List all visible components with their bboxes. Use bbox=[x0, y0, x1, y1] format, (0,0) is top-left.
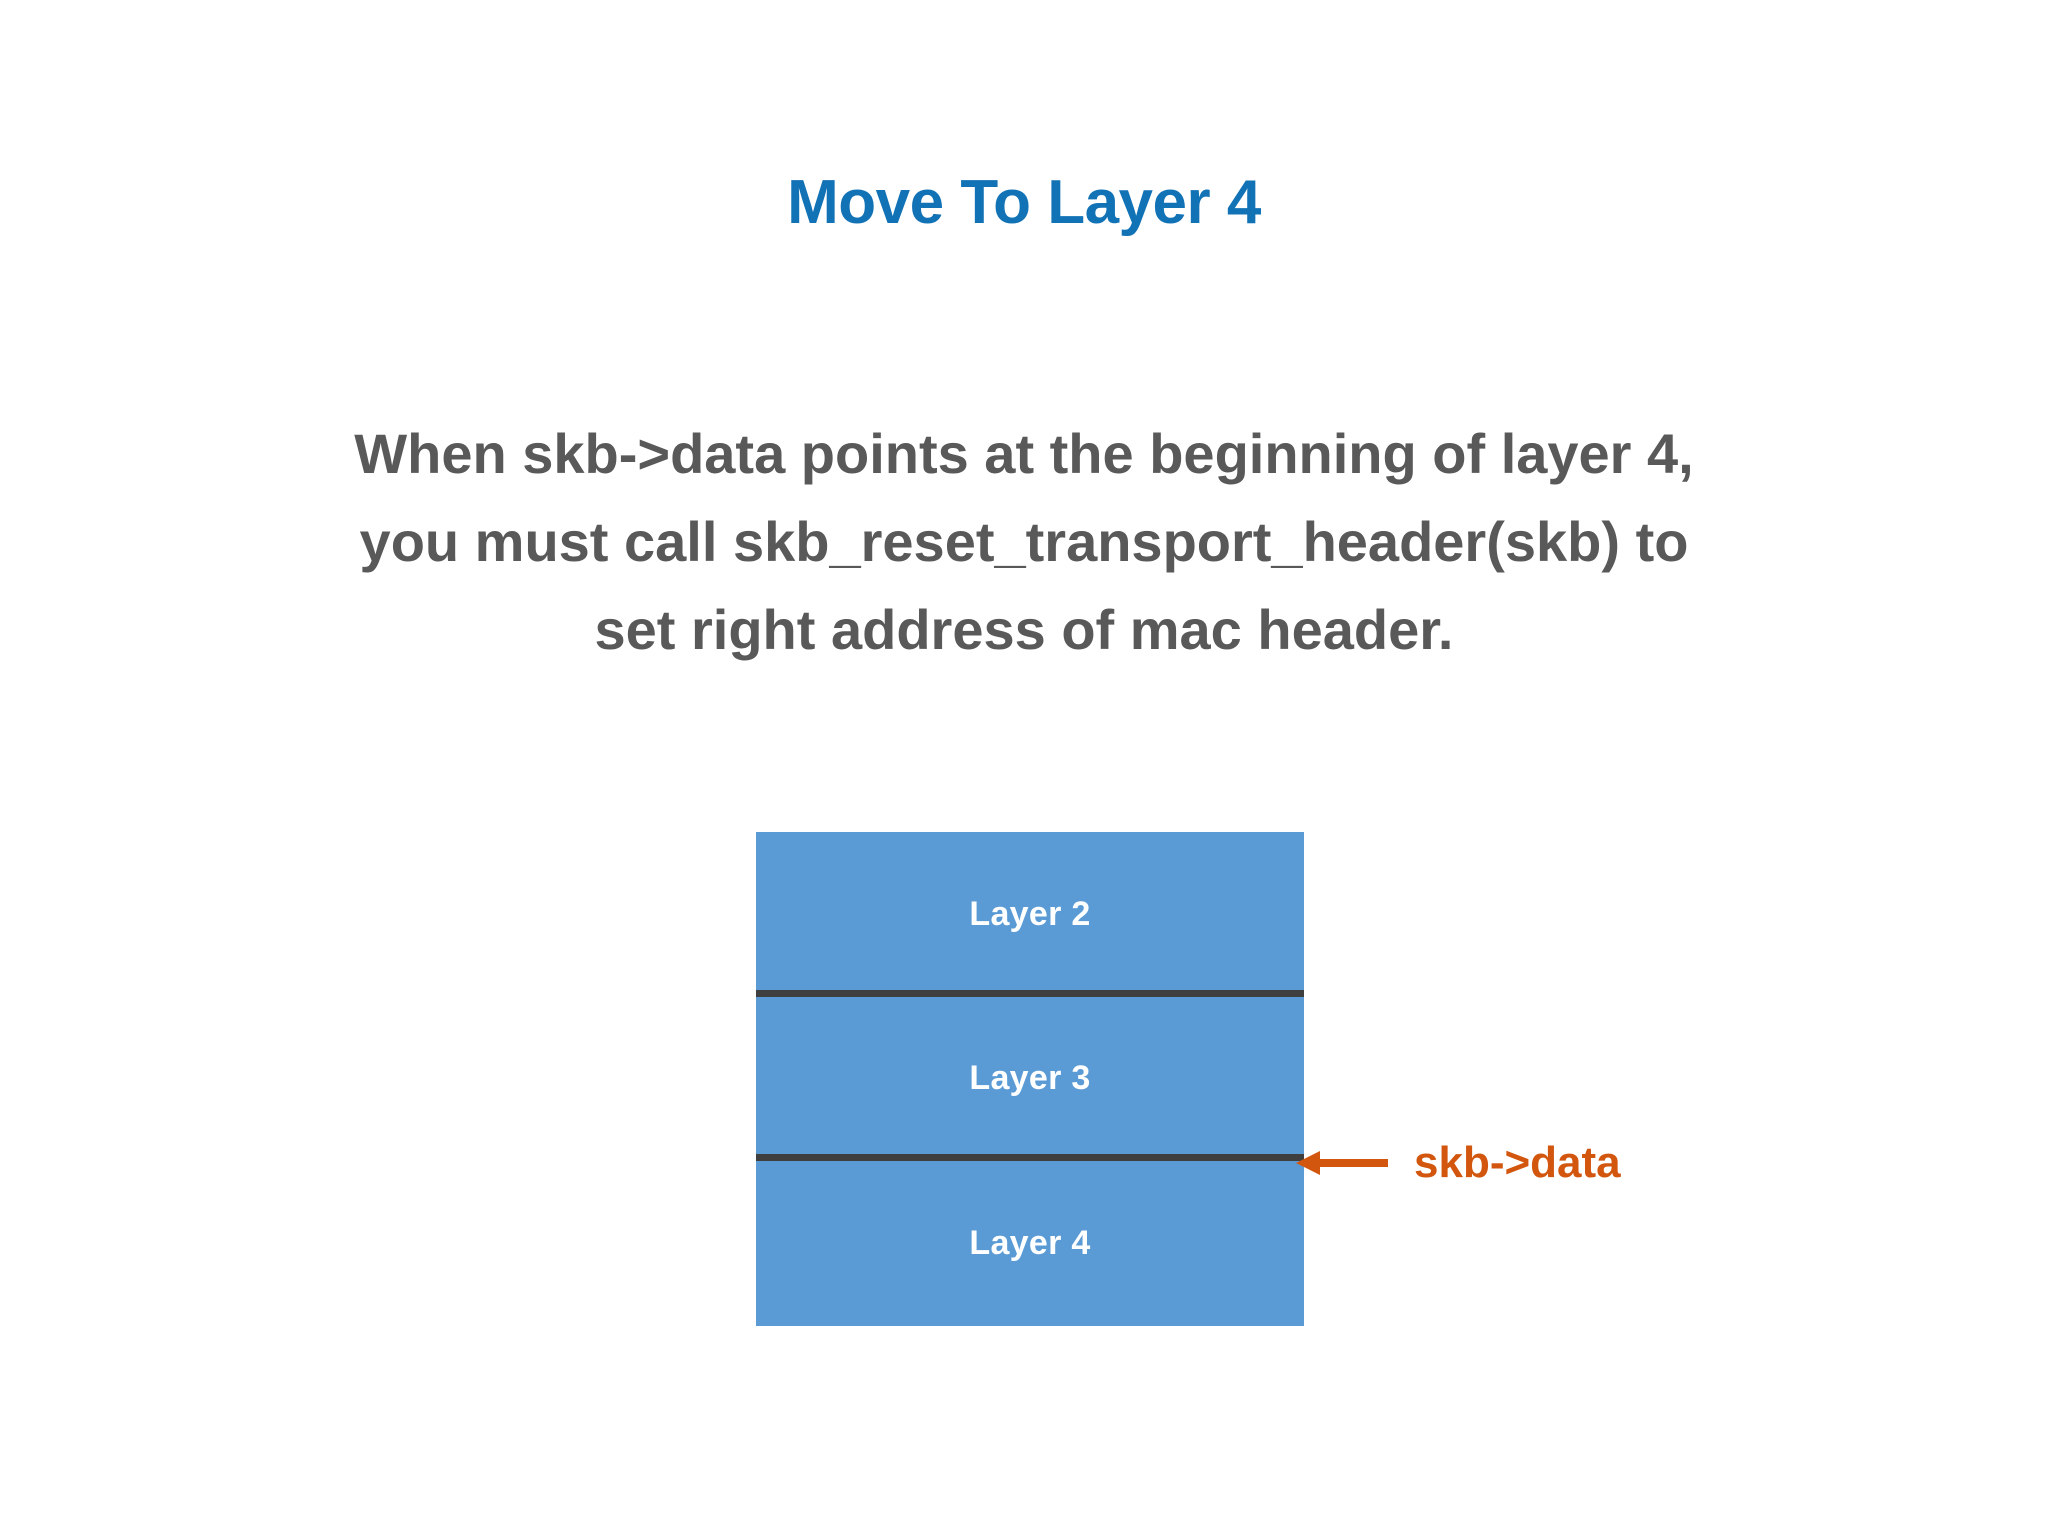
layer-block-label: Layer 2 bbox=[969, 894, 1091, 933]
layer-divider-l2-l3 bbox=[756, 990, 1304, 997]
page-title: Move To Layer 4 bbox=[787, 168, 1261, 237]
layer-block-layer-4: Layer 4 bbox=[756, 1160, 1304, 1326]
body-line-2: you must call skb_reset_transport_header… bbox=[359, 510, 1689, 573]
body-line-1: When skb->data points at the beginning o… bbox=[354, 422, 1694, 485]
arrow-head bbox=[1296, 1151, 1320, 1175]
layer-divider-l3-l4 bbox=[756, 1154, 1304, 1161]
layer-block-layer-2: Layer 2 bbox=[756, 832, 1304, 996]
body-paragraph: When skb->data points at the beginning o… bbox=[150, 410, 1898, 674]
skb-data-label: skb->data bbox=[1414, 1138, 1621, 1187]
layer-stack-box: Layer 2 Layer 3 Layer 4 bbox=[756, 832, 1304, 1326]
skb-data-annotation: skb->data bbox=[1296, 1132, 1621, 1194]
layer-stack-diagram: Layer 2 Layer 3 Layer 4 bbox=[756, 832, 1304, 1326]
body-line-3: set right address of mac header. bbox=[594, 598, 1454, 661]
layer-block-label: Layer 3 bbox=[969, 1058, 1091, 1097]
arrow-shaft bbox=[1318, 1159, 1388, 1167]
layer-block-label: Layer 4 bbox=[969, 1223, 1091, 1262]
left-arrow-icon bbox=[1296, 1148, 1388, 1178]
layer-block-layer-3: Layer 3 bbox=[756, 996, 1304, 1160]
